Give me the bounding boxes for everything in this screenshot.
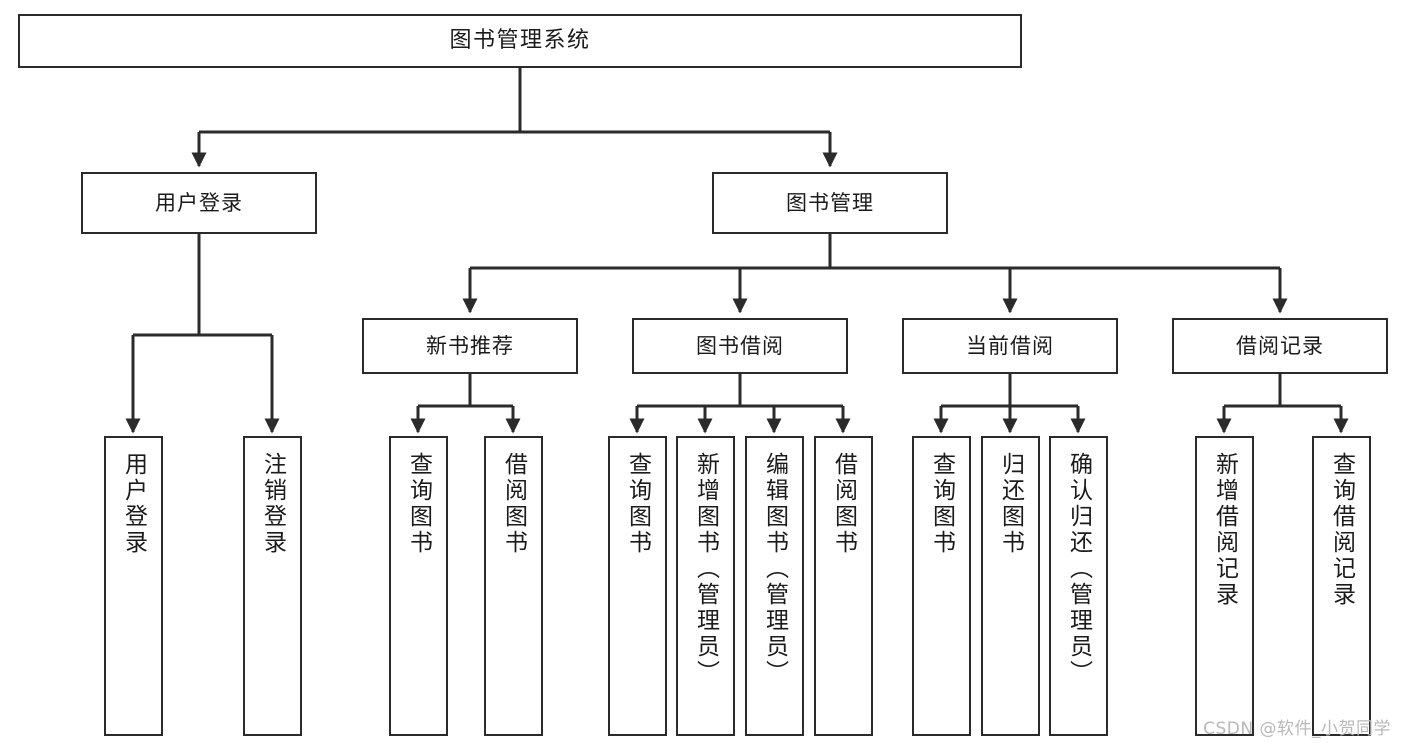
edges-newbook-to-leaves: [410, 374, 521, 434]
node-book-borrow[interactable]: 图书借阅: [632, 318, 848, 374]
node-label: 新增借阅记录: [1211, 452, 1238, 608]
node-label: 确认归还（管理员）: [1065, 452, 1092, 686]
leaf-return-book[interactable]: 归还图书: [981, 436, 1040, 736]
leaf-query-book-2[interactable]: 查询图书: [608, 436, 667, 736]
leaf-query-record[interactable]: 查询借阅记录: [1312, 436, 1371, 736]
edges-bookborrow-to-leaves: [629, 374, 851, 434]
node-label: 图书借阅: [696, 333, 784, 358]
node-label: 借阅图书: [500, 452, 527, 556]
leaf-add-record[interactable]: 新增借阅记录: [1195, 436, 1254, 736]
node-book-management[interactable]: 图书管理: [712, 172, 948, 234]
node-label: 编辑图书（管理员）: [761, 452, 788, 686]
node-borrow-record[interactable]: 借阅记录: [1172, 318, 1388, 374]
node-label: 归还图书: [997, 452, 1024, 556]
node-user-login[interactable]: 用户登录: [81, 172, 317, 234]
leaf-logout[interactable]: 注销登录: [243, 436, 302, 736]
node-label: 注销登录: [259, 452, 286, 556]
leaf-query-book-3[interactable]: 查询图书: [912, 436, 971, 736]
csdn-watermark: CSDN @软件_小贺同学: [1203, 719, 1391, 739]
edges-bookmgmt-to-level3: [462, 234, 1288, 314]
leaf-borrow-book-1[interactable]: 借阅图书: [484, 436, 543, 736]
node-label: 用户登录: [120, 452, 147, 556]
leaf-user-login[interactable]: 用户登录: [104, 436, 163, 736]
node-label: 图书管理系统: [449, 28, 591, 54]
edges-root-to-level2: [191, 68, 838, 168]
leaf-edit-book[interactable]: 编辑图书（管理员）: [745, 436, 804, 736]
node-root-system[interactable]: 图书管理系统: [18, 14, 1022, 68]
node-label: 查询图书: [405, 452, 432, 556]
leaf-add-book[interactable]: 新增图书（管理员）: [676, 436, 735, 736]
node-label: 新书推荐: [426, 333, 514, 358]
node-current-borrow[interactable]: 当前借阅: [902, 318, 1118, 374]
node-label: 用户登录: [155, 190, 243, 215]
edges-currentborrow-to-leaves: [933, 374, 1086, 434]
leaf-borrow-book-2[interactable]: 借阅图书: [814, 436, 873, 736]
node-label: 查询图书: [928, 452, 955, 556]
node-label: 当前借阅: [966, 333, 1054, 358]
node-label: 图书管理: [786, 190, 874, 215]
node-label: 借阅记录: [1236, 333, 1324, 358]
node-label: 新增图书（管理员）: [692, 452, 719, 686]
edges-borrowrecord-to-leaves: [1216, 374, 1349, 434]
node-label: 查询借阅记录: [1328, 452, 1355, 608]
edges-userlogin-to-leaves: [125, 234, 280, 434]
node-new-book-recommend[interactable]: 新书推荐: [362, 318, 578, 374]
node-label: 查询图书: [624, 452, 651, 556]
node-label: 借阅图书: [830, 452, 857, 556]
leaf-query-book-1[interactable]: 查询图书: [389, 436, 448, 736]
leaf-confirm-return[interactable]: 确认归还（管理员）: [1049, 436, 1108, 736]
